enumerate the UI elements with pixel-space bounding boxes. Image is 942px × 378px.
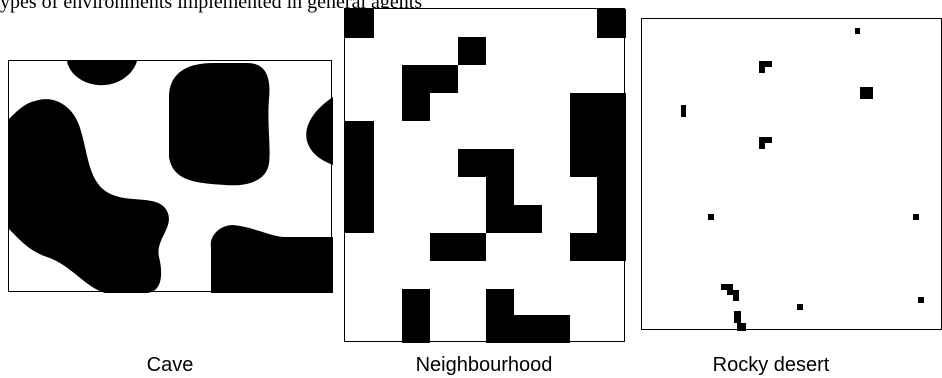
cave-wall-right-notch bbox=[306, 97, 333, 165]
building-block bbox=[458, 149, 514, 177]
rock bbox=[860, 87, 873, 99]
cave-wall-top-left bbox=[67, 61, 137, 85]
rock bbox=[918, 297, 924, 303]
building-block bbox=[486, 205, 542, 233]
rocky-desert-graphic bbox=[642, 19, 942, 331]
rock bbox=[681, 105, 686, 117]
rocky-desert-map bbox=[641, 18, 942, 330]
rock bbox=[759, 137, 772, 149]
building-block bbox=[570, 93, 626, 177]
cave-wall-bottom-right bbox=[211, 225, 333, 293]
building-block bbox=[402, 289, 430, 343]
cave-map-graphic bbox=[9, 61, 333, 293]
rock bbox=[708, 214, 714, 220]
building-block bbox=[597, 177, 626, 233]
building-block bbox=[345, 121, 374, 233]
rock bbox=[855, 28, 860, 34]
building-block bbox=[597, 9, 626, 38]
building-block bbox=[430, 233, 486, 261]
rock bbox=[913, 214, 919, 220]
neighbourhood-caption: Neighbourhood bbox=[384, 354, 584, 377]
cave-wall-main-mass bbox=[9, 99, 169, 293]
cave-wall-center-block bbox=[169, 63, 270, 185]
rocky-desert-caption: Rocky desert bbox=[681, 354, 861, 377]
building-block bbox=[402, 65, 458, 121]
building-block bbox=[486, 289, 570, 343]
building-block bbox=[570, 233, 626, 261]
rock bbox=[797, 304, 803, 310]
rock bbox=[734, 311, 746, 331]
neighbourhood-map bbox=[344, 8, 625, 342]
building-block bbox=[458, 37, 486, 65]
building-block bbox=[486, 177, 514, 205]
building-block bbox=[345, 9, 374, 38]
neighbourhood-map-graphic bbox=[345, 9, 626, 343]
cave-map bbox=[8, 60, 332, 292]
cave-caption: Cave bbox=[110, 354, 230, 377]
rock bbox=[759, 61, 772, 73]
rock bbox=[721, 284, 739, 301]
